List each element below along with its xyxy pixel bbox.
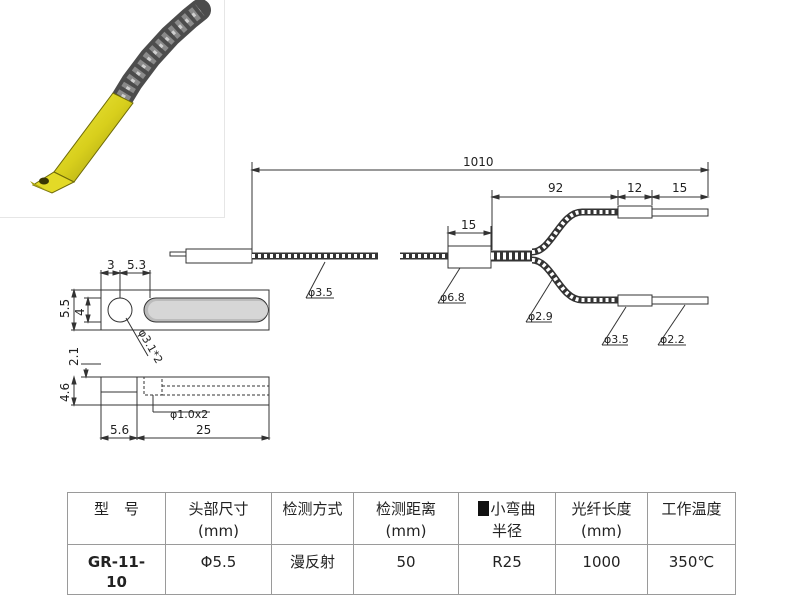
dim-sleeve-dia-text: φ3.5 bbox=[604, 333, 629, 346]
dim-5-6-text: 5.6 bbox=[110, 423, 129, 437]
dim-4-6-text: 4.6 bbox=[58, 383, 72, 402]
header-radius-label2: 半径 bbox=[491, 522, 522, 540]
header-fiber-length: 光纤长度 (mm) bbox=[555, 492, 648, 545]
cell-method: 漫反射 bbox=[271, 544, 354, 595]
cell-radius: R25 bbox=[458, 544, 556, 595]
leader-cable-dia bbox=[305, 261, 326, 299]
leader-branch-dia bbox=[525, 279, 553, 323]
probe-head bbox=[30, 92, 134, 194]
dim-1010-text: 1010 bbox=[463, 155, 494, 169]
product-photo bbox=[0, 0, 225, 218]
header-distance: 检测距离 (mm) bbox=[353, 492, 459, 545]
table-row: GR-11- 10 Φ5.5 漫反射 50 R25 1000 350℃ bbox=[67, 544, 736, 595]
dim-pin-hole-text: φ1.0x2 bbox=[170, 408, 208, 421]
probe-connector-left bbox=[169, 248, 253, 264]
dim-branch bbox=[490, 190, 710, 250]
header-head-size: 头部尺寸 (mm) bbox=[165, 492, 272, 545]
cell-fiber-length: 1000 bbox=[555, 544, 648, 595]
branch-upper bbox=[531, 205, 709, 256]
cell-model-line2: 10 bbox=[106, 573, 127, 591]
cell-temperature: 350℃ bbox=[647, 544, 736, 595]
header-method-label: 检测方式 bbox=[282, 500, 343, 518]
dim-3-text: 3 bbox=[107, 258, 115, 272]
header-fiber-length-unit: (mm) bbox=[581, 522, 622, 540]
header-radius-label: 小弯曲 bbox=[490, 500, 536, 518]
cell-distance: 50 bbox=[353, 544, 459, 595]
cell-model: GR-11- 10 bbox=[67, 544, 166, 595]
dim-15-ferrule-text: 15 bbox=[461, 218, 476, 232]
header-distance-label: 检测距离 bbox=[375, 500, 436, 518]
dim-branch-dia-text: φ2.9 bbox=[528, 310, 553, 323]
header-temperature-label: 工作温度 bbox=[661, 500, 722, 518]
braided-hose bbox=[107, 0, 211, 116]
header-head-size-label: 头部尺寸 bbox=[188, 500, 249, 518]
dim-12-text: 12 bbox=[627, 181, 642, 195]
dim-25-text: 25 bbox=[196, 423, 211, 437]
leader-ferrule-dia bbox=[437, 267, 461, 304]
dim-1010 bbox=[250, 162, 710, 255]
header-radius: 小弯曲 半径 bbox=[458, 492, 556, 545]
cell-head-size: Φ5.5 bbox=[165, 544, 272, 595]
occluded-glyph bbox=[478, 501, 490, 516]
header-model: 型 号 bbox=[67, 492, 166, 545]
header-method: 检测方式 bbox=[271, 492, 354, 545]
ferrule bbox=[447, 245, 492, 269]
cell-model-line1: GR-11- bbox=[87, 553, 146, 571]
dim-2-1-text: 2.1 bbox=[67, 347, 81, 366]
dim-4-text: 4 bbox=[73, 308, 87, 316]
dim-cable-dia-text: φ3.5 bbox=[308, 286, 333, 299]
leader-tip-dia bbox=[657, 304, 686, 346]
leader-sleeve-dia bbox=[601, 306, 627, 346]
header-model-label: 型 号 bbox=[93, 500, 139, 518]
header-radius-line1: 小弯曲 bbox=[459, 498, 555, 520]
dim-15-tip-text: 15 bbox=[672, 181, 687, 195]
dim-tip-dia-text: φ2.2 bbox=[660, 333, 685, 346]
header-head-size-unit: (mm) bbox=[198, 522, 239, 540]
spec-table: 型 号 头部尺寸 (mm) 检测方式 检测距离 (mm) 小弯曲 半径 光纤长度… bbox=[67, 492, 736, 595]
head-side-view bbox=[71, 363, 271, 441]
branch-lower bbox=[531, 256, 709, 307]
header-fiber-length-label: 光纤长度 bbox=[571, 500, 632, 518]
header-distance-unit: (mm) bbox=[385, 522, 427, 540]
dim-5-3-text: 5.3 bbox=[127, 258, 146, 272]
dim-5-5-text: 5.5 bbox=[58, 299, 72, 318]
fiber-sensor-image bbox=[30, 0, 211, 194]
technical-drawing: 1010 92 12 15 15 φ3.5 φ6.8 φ2.9 φ3.5 φ2.… bbox=[58, 155, 710, 441]
head-top-view bbox=[71, 270, 270, 357]
table-header-row: 型 号 头部尺寸 (mm) 检测方式 检测距离 (mm) 小弯曲 半径 光纤长度… bbox=[67, 492, 736, 545]
dim-hole-dia-text: φ3.1*2 bbox=[135, 327, 165, 366]
header-temperature: 工作温度 bbox=[647, 492, 736, 545]
dim-92-text: 92 bbox=[548, 181, 563, 195]
dim-ferrule-dia-text: φ6.8 bbox=[440, 291, 465, 304]
dim-ferrule bbox=[446, 226, 493, 248]
